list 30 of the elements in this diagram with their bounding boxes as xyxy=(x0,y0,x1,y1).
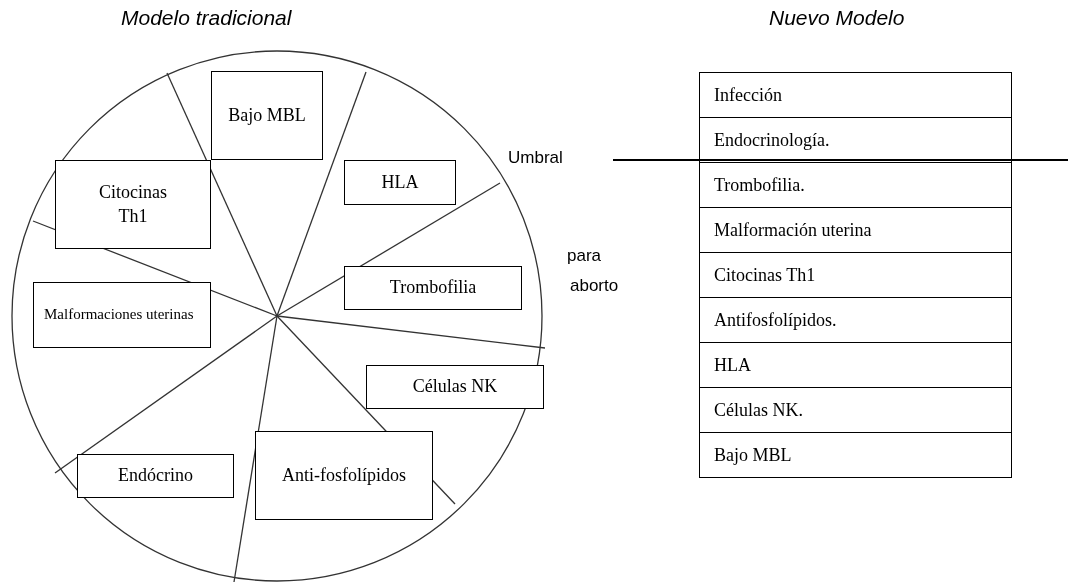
factor-label: Endócrino xyxy=(118,464,193,488)
factor-label: HLA xyxy=(381,170,419,194)
factor-box xyxy=(211,71,323,160)
table-cell: Células NK. xyxy=(699,387,1012,433)
threshold-label: para xyxy=(567,246,602,266)
factor-box xyxy=(255,431,433,520)
threshold-label: aborto xyxy=(570,276,619,296)
factor-box xyxy=(344,160,456,205)
table-cell: Bajo MBL xyxy=(699,432,1012,478)
table-cell: HLA xyxy=(699,342,1012,388)
table-cell: Trombofilia. xyxy=(699,162,1012,208)
factor-label: Bajo MBL xyxy=(228,103,306,127)
factor-label: Anti-fosfolípidos xyxy=(282,463,406,487)
factor-label: Citocinas Th1 xyxy=(98,181,168,228)
factor-label: Malformaciones uterinas xyxy=(44,305,194,325)
factor-box xyxy=(77,454,234,498)
table-cell: Endocrinología. xyxy=(699,117,1012,163)
factor-label: Trombofilia xyxy=(389,276,477,300)
section-heading: Nuevo Modelo xyxy=(769,6,905,30)
factor-box xyxy=(55,160,211,249)
table-cell: Citocinas Th1 xyxy=(699,252,1012,298)
section-heading: Modelo tradicional xyxy=(121,6,292,30)
threshold-label: Umbral xyxy=(508,148,563,168)
factor-box xyxy=(366,365,544,409)
table-cell: Antifosfolípidos. xyxy=(699,297,1012,343)
factor-box xyxy=(344,266,522,310)
factor-box xyxy=(33,282,211,348)
table-cell: Malformación uterina xyxy=(699,207,1012,253)
factor-label: Células NK xyxy=(412,375,498,399)
table-cell: Infección xyxy=(699,72,1012,118)
